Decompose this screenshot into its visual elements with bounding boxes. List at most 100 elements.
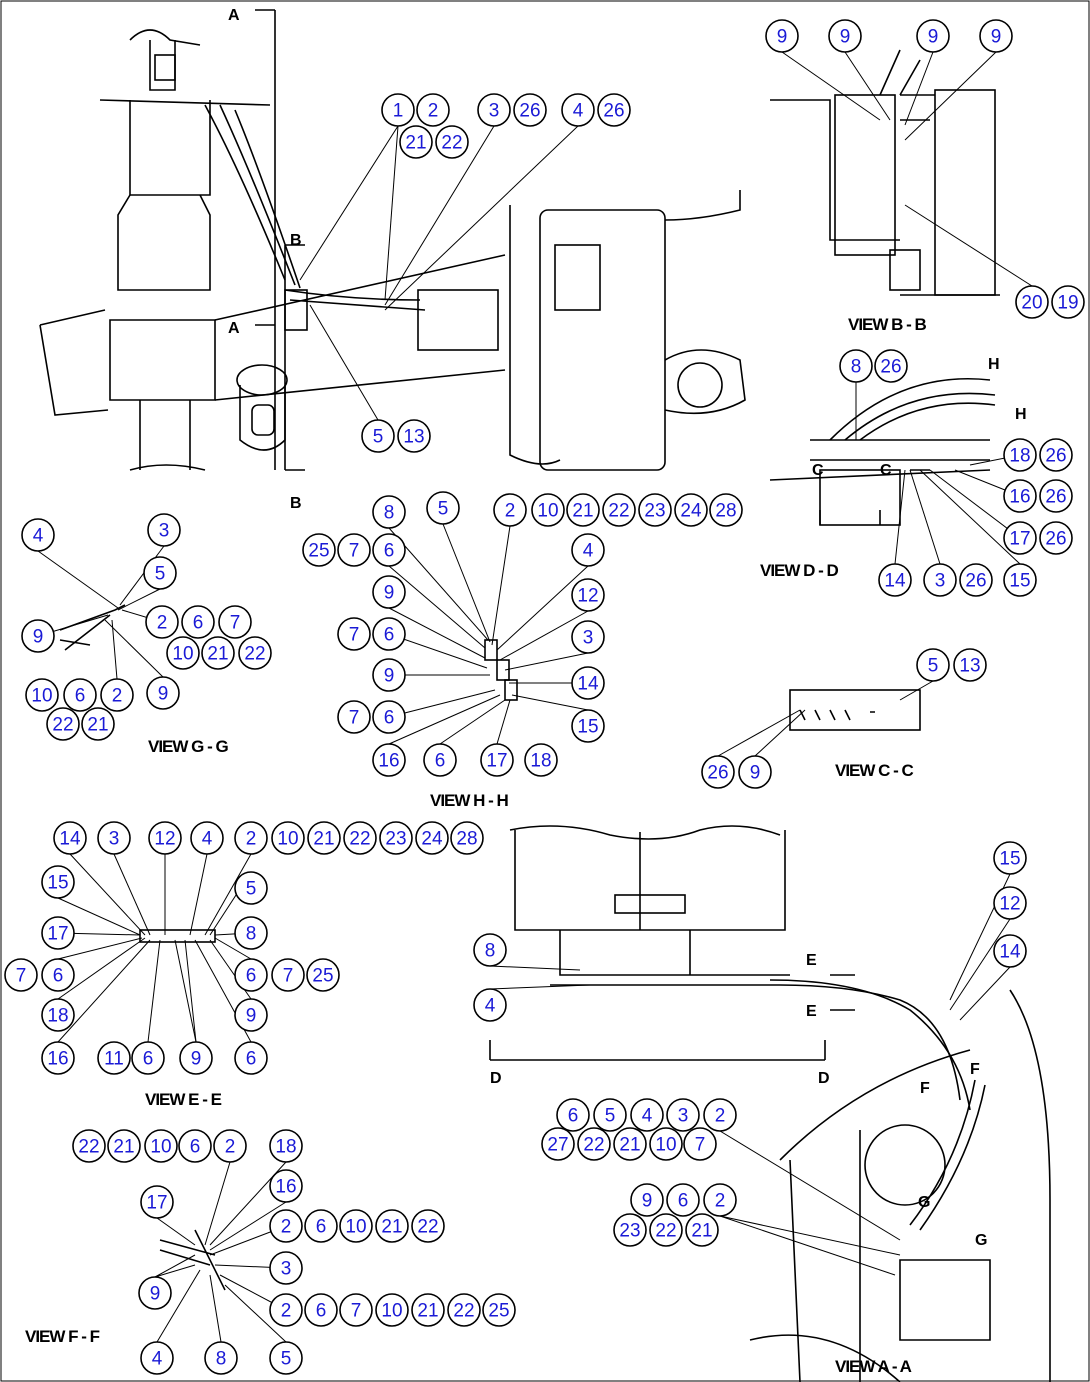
leader-line-39 [496,699,511,745]
callout-circle [269,1169,303,1203]
callout-circle [179,1041,213,1075]
callout-number: 6 [143,1049,154,1070]
callout-circle [41,1041,75,1075]
callout-bubble-e-6: 21 [307,821,341,855]
view-e-artwork [139,929,216,943]
callout-circle [372,617,406,651]
leader-line-24 [388,527,489,641]
callout-number: 17 [47,924,68,945]
leader-line-70 [156,1269,201,1343]
callout-circle [447,1293,481,1327]
callout-number: 8 [246,924,257,945]
callout-circle [571,709,605,743]
callout-bubble-a-3: 8 [473,933,507,967]
callout-bubble-f-16: 6 [304,1293,338,1327]
callout-circle [41,865,75,899]
callout-number: 26 [880,357,901,378]
callout-circle [144,1129,178,1163]
leader-line-23 [111,619,118,680]
callout-number: 27 [547,1135,568,1156]
callout-bubble-a-15: 9 [630,1183,664,1217]
callout-circle [399,125,433,159]
callout-circle [1015,285,1049,319]
callout-bubble-a-13: 10 [649,1127,683,1161]
callout-bubble-f-5: 18 [269,1129,303,1163]
callout-bubble-g-14: 22 [46,707,80,741]
callout-bubble-b-4: 20 [1015,285,1049,319]
leader-line-56 [174,939,197,1043]
callout-bubble-e-14: 8 [234,916,268,950]
callout-bubble-e-3: 4 [190,821,224,855]
callout-circle [372,658,406,692]
callout-bubble-g-7: 10 [166,636,200,670]
callout-number: 26 [707,763,728,784]
callout-bubble-e-5: 10 [271,821,305,855]
section-mark-1: A [228,320,240,337]
callout-number: 21 [619,1135,640,1156]
callout-number: 5 [246,879,257,900]
callout-number: 10 [537,501,558,522]
leader-line-76 [489,965,581,971]
view-label-c: VIEW C - C [835,761,914,780]
callout-circle [234,871,268,905]
callout-number: 5 [928,656,939,677]
callout-number: 6 [193,613,204,634]
callout-circle [271,821,305,855]
callout-bubble-h-7: 24 [674,493,708,527]
callout-circle [269,1129,303,1163]
callout-number: 2 [715,1191,726,1212]
callout-circle [477,93,511,127]
callout-bubble-f-4: 2 [213,1129,247,1163]
callout-number: 26 [603,101,624,122]
section-mark-8: E [806,952,817,969]
callout-circle [571,620,605,654]
callout-circle [201,636,235,670]
callout-bubble-a-6: 5 [593,1098,627,1132]
callout-circle [53,821,87,855]
callout-bubble-main-7: 26 [597,93,631,127]
callout-number: 9 [928,27,939,48]
callout-number: 10 [150,1137,171,1158]
leader-line-57 [184,939,197,1043]
callout-number: 12 [154,829,175,850]
callout-circle [993,886,1027,920]
leader-line-26 [491,525,511,646]
callout-bubble-a-4: 4 [473,988,507,1022]
callout-circle [993,841,1027,875]
leader-line-4 [309,304,379,421]
callout-bubble-e-17: 6 [234,958,268,992]
callout-circle [423,743,457,777]
leader-line-60 [214,937,252,960]
callout-bubble-a-7: 4 [630,1098,664,1132]
callout-number: 25 [312,966,333,987]
callout-bubble-c-0: 5 [916,648,950,682]
callout-bubble-d-2: 18 [1003,438,1037,472]
callout-number: 6 [316,1217,327,1238]
callout-number: 11 [104,1049,124,1070]
callout-circle [613,1127,647,1161]
callout-bubble-d-6: 17 [1003,521,1037,555]
callout-number: 21 [417,1301,438,1322]
callout-circle [269,1341,303,1375]
callout-number: 26 [1045,529,1066,550]
callout-number: 16 [47,1049,68,1070]
callout-circle [701,755,735,789]
callout-number: 5 [281,1349,292,1370]
leader-line-52 [57,937,143,960]
view-label-g: VIEW G - G [148,737,229,756]
leader-line-38 [439,699,506,745]
leader-line-34 [388,633,488,669]
callout-circle [337,533,371,567]
callout-number: 6 [384,708,395,729]
leader-line-49 [57,897,141,936]
callout-circle [738,755,772,789]
callout-number: 6 [568,1106,579,1127]
callout-number: 15 [999,849,1020,870]
callout-circle [375,1293,409,1327]
callout-circle [181,605,215,639]
callout-number: 15 [577,717,598,738]
callout-bubble-f-7: 16 [269,1169,303,1203]
callout-circle [1003,563,1037,597]
callout-number: 8 [384,503,395,524]
